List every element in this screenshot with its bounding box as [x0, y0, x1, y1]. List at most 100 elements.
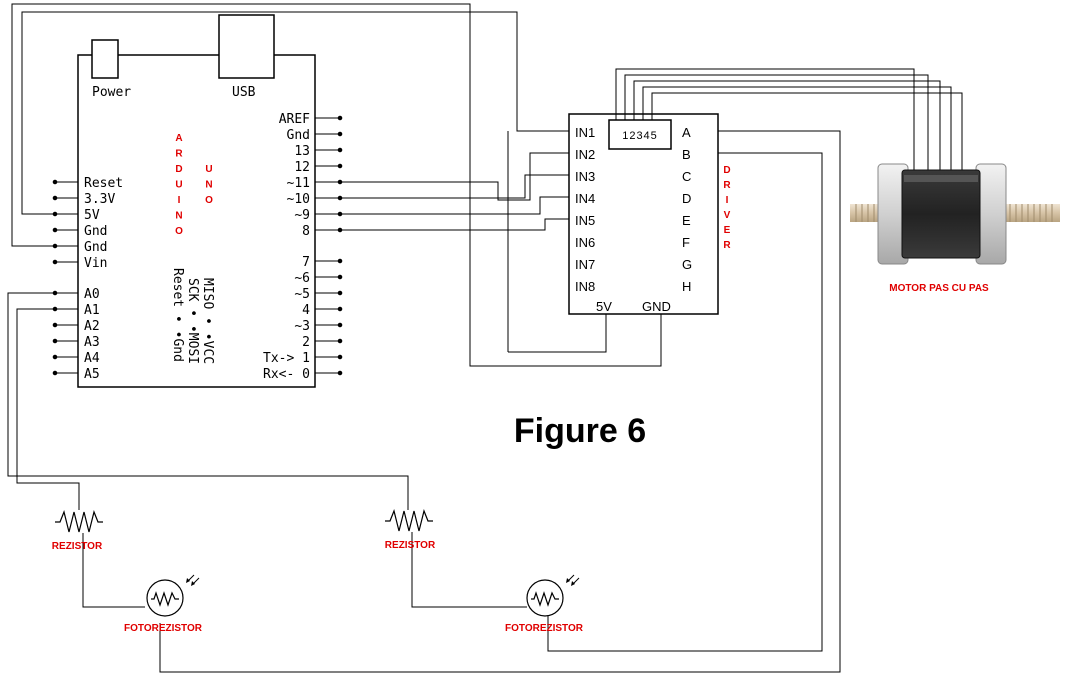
driver-in1: IN1	[575, 125, 595, 140]
driver-label-letter: D	[723, 165, 730, 176]
pin-label-a0: A0	[84, 287, 100, 302]
driver-label-letter: V	[724, 210, 731, 221]
pin-label-13: 13	[294, 144, 310, 159]
uno-vertical-label: UNO	[205, 164, 213, 206]
wire-a1-to-rezistor-1	[16, 308, 80, 510]
wire-coil-1	[615, 68, 915, 175]
driver-out-b: B	[682, 147, 691, 162]
driver-out-f: F	[682, 235, 690, 250]
driver-in7: IN7	[575, 257, 595, 272]
driver-out-c: C	[682, 169, 691, 184]
driver-label-letter: R	[723, 180, 731, 191]
wire-5v-to-driver-5v	[508, 314, 607, 353]
pin-label-12: 12	[294, 160, 310, 175]
pin-label-gnd-2: Gnd	[84, 240, 107, 255]
usb-label: USB	[232, 85, 256, 100]
driver-out-g: G	[682, 257, 692, 272]
pin-label-5v: 5V	[84, 208, 100, 223]
pin-label-8: 8	[302, 224, 310, 239]
wire-pin10-to-in3	[340, 174, 569, 199]
figure-title: Figure 6	[514, 412, 646, 450]
motor-shaft-thread	[855, 204, 1053, 222]
pin-label-0: Rx<- 0	[263, 367, 310, 382]
wire-pin9-to-in4	[340, 196, 569, 215]
connector-pin-numbers: 12345	[622, 130, 658, 142]
rezistor-1-symbol	[55, 510, 103, 533]
arduino-label-letter: D	[175, 164, 182, 175]
pin-label-a3: A3	[84, 335, 100, 350]
pin-label-vin: Vin	[84, 256, 107, 271]
pin-label-a4: A4	[84, 351, 100, 366]
pin-label-reset: Reset	[84, 176, 123, 191]
fotorezistor-1-label: FOTOREZISTOR	[124, 623, 203, 634]
pin-label-a5: A5	[84, 367, 100, 382]
driver-in3: IN3	[575, 169, 595, 184]
icsp-line-1: Reset • •Gnd	[170, 268, 185, 362]
icsp-header-labels: Reset • •Gnd SCK • •MOSI MISO • •VCC	[170, 268, 215, 364]
arduino-label-letter: O	[175, 226, 183, 237]
motor-label: MOTOR PAS CU PAS	[889, 283, 989, 294]
driver-5v-label: 5V	[596, 299, 612, 314]
pin-label-a2: A2	[84, 319, 100, 334]
arduino-label-letter: U	[175, 180, 182, 191]
wire-out-a-loop	[159, 130, 841, 673]
fotorezistor-1-symbol	[146, 574, 200, 617]
wire-rezistor-1-to-foto-1	[82, 533, 145, 608]
arduino-label-letter: R	[175, 149, 183, 160]
arduino-right-labels: AREF Gnd 13 12 ~11 ~10 ~9 8 7 ~6 ~5 4 ~3…	[263, 112, 310, 382]
wire-pin8-to-in5	[340, 218, 569, 231]
arduino-left-labels: Reset 3.3V 5V Gnd Gnd Vin A0 A1 A2 A3 A4…	[84, 176, 123, 382]
usb-port	[218, 14, 275, 79]
pin-label-gnd-r: Gnd	[287, 128, 310, 143]
wires	[7, 3, 963, 673]
arduino-label-letter: N	[175, 211, 182, 222]
power-label: Power	[92, 85, 131, 100]
driver-in2: IN2	[575, 147, 595, 162]
wire-coil-4	[642, 86, 952, 175]
motor-body-band	[904, 175, 978, 182]
wire-pin11-to-in2	[340, 152, 569, 201]
pin-label-9: ~9	[294, 208, 310, 223]
driver-in8: IN8	[575, 279, 595, 294]
arduino-outline	[77, 54, 316, 388]
fotorezistor-2-label: FOTOREZISTOR	[505, 623, 584, 634]
wire-a0-to-rezistor-2	[7, 292, 409, 510]
driver-in4: IN4	[575, 191, 595, 206]
motor-body	[901, 169, 981, 259]
wire-5v-to-in1-loop	[21, 11, 569, 215]
pin-label-6: ~6	[294, 271, 310, 286]
pin-label-5: ~5	[294, 287, 310, 302]
driver-gnd-label: GND	[642, 299, 671, 314]
pin-label-aref: AREF	[279, 112, 310, 127]
rezistor-2-label: REZISTOR	[385, 540, 436, 551]
pin-label-3v3: 3.3V	[84, 192, 115, 207]
pin-label-1: Tx-> 1	[263, 351, 310, 366]
fotorezistor-2-symbol	[526, 574, 580, 617]
pin-label-gnd-1: Gnd	[84, 224, 107, 239]
driver-out-h: H	[682, 279, 691, 294]
arduino-label-letter: A	[175, 133, 182, 144]
wire-out-b-loop	[547, 152, 823, 652]
rezistor-2-symbol	[385, 509, 433, 532]
driver-label-letter: E	[724, 225, 731, 236]
arduino-label-letter: I	[178, 195, 181, 206]
pin-label-10: ~10	[287, 192, 310, 207]
pin-label-11: ~11	[287, 176, 310, 191]
stepper-motor	[850, 163, 1060, 265]
icsp-line-2: SCK • •MOSI	[185, 278, 200, 364]
uno-label-letter: O	[205, 195, 213, 206]
driver-input-labels: IN1 IN2 IN3 IN4 IN5 IN6 IN7 IN8	[575, 125, 595, 294]
uno-label-letter: N	[205, 180, 212, 191]
pin-label-2: 2	[302, 335, 310, 350]
driver-label-letter: R	[723, 240, 731, 251]
driver-in5: IN5	[575, 213, 595, 228]
pin-label-3: ~3	[294, 319, 310, 334]
arduino-left-pins	[52, 179, 78, 376]
driver-out-d: D	[682, 191, 691, 206]
rezistor-1-label: REZISTOR	[52, 541, 103, 552]
driver-out-e: E	[682, 213, 691, 228]
pin-label-7: 7	[302, 255, 310, 270]
driver-out-a: A	[682, 125, 691, 140]
